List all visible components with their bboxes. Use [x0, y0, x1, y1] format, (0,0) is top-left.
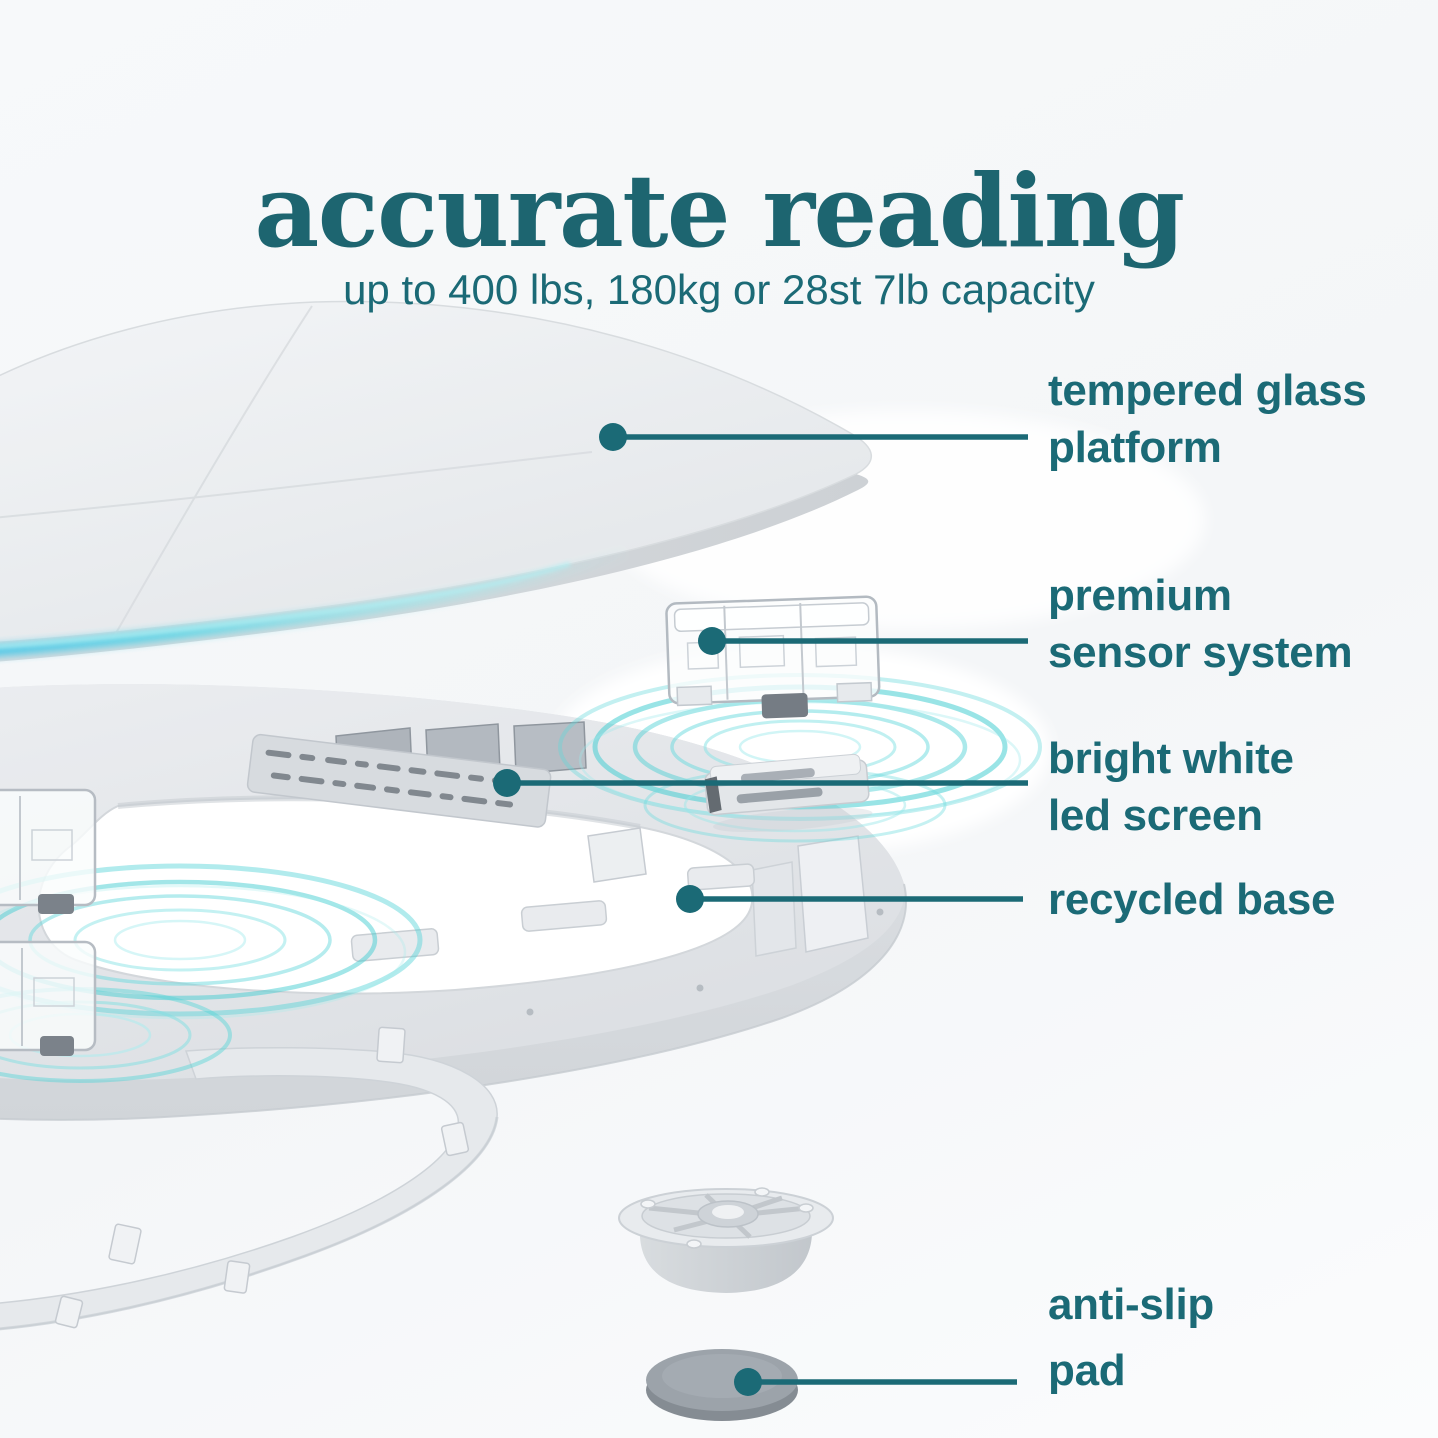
base-bottom-rim	[0, 883, 908, 1121]
callout-dot-pad	[734, 1368, 762, 1396]
anti-slip-pad	[646, 1349, 798, 1421]
label-recycled-base: recycled base	[1048, 871, 1336, 928]
page-subtitle: up to 400 lbs, 180kg or 28st 7lb capacit…	[343, 266, 1095, 313]
callout-dot-sensor	[698, 627, 726, 655]
platform-glow-edge	[0, 546, 629, 657]
platform-top	[0, 300, 873, 644]
label-line: bright white	[1048, 734, 1294, 783]
label-line: led screen	[1048, 791, 1263, 840]
label-line: tempered glass	[1048, 366, 1367, 415]
label-premium-sensor-system: premium sensor system	[1048, 567, 1353, 681]
label-line: platform	[1048, 423, 1222, 472]
callout-base	[676, 885, 1023, 913]
platform-glow-core	[0, 562, 571, 649]
ripples-left	[0, 863, 423, 1020]
platform-seams	[0, 305, 593, 641]
label-line: premium	[1048, 571, 1232, 620]
label-line: pad	[1048, 1346, 1126, 1395]
label-bright-white-led-screen: bright white led screen	[1048, 730, 1294, 844]
page-title: accurate reading	[254, 152, 1185, 270]
callout-lines	[493, 423, 1028, 1396]
foot-hub-hole	[712, 1205, 744, 1219]
trim-ring-clips	[54, 1026, 470, 1329]
callout-pad	[734, 1368, 1017, 1396]
sensor-main	[665, 595, 881, 719]
label-line: anti-slip	[1048, 1280, 1214, 1329]
callout-dot-glass	[599, 423, 627, 451]
callout-dot-led	[493, 769, 521, 797]
sensor-bottom-left	[0, 940, 97, 1056]
callout-dot-base	[676, 885, 704, 913]
callout-led	[493, 769, 1028, 797]
sensor-left	[0, 788, 97, 914]
trim-ring	[0, 1026, 499, 1331]
glass-platform	[0, 300, 873, 662]
label-tempered-glass-platform: tempered glass platform	[1048, 362, 1367, 476]
scale-foot	[618, 1187, 834, 1293]
label-line: recycled base	[1048, 875, 1336, 924]
base-corner-walls	[587, 827, 869, 957]
foot-screw-bosses	[640, 1187, 814, 1249]
label-line: sensor system	[1048, 628, 1353, 677]
label-anti-slip-pad: anti-slip pad	[1048, 1272, 1214, 1404]
led-screen-module	[704, 753, 873, 833]
callout-sensor	[698, 627, 1028, 655]
base-floor-pads	[350, 863, 756, 962]
callout-glass	[599, 423, 1028, 451]
